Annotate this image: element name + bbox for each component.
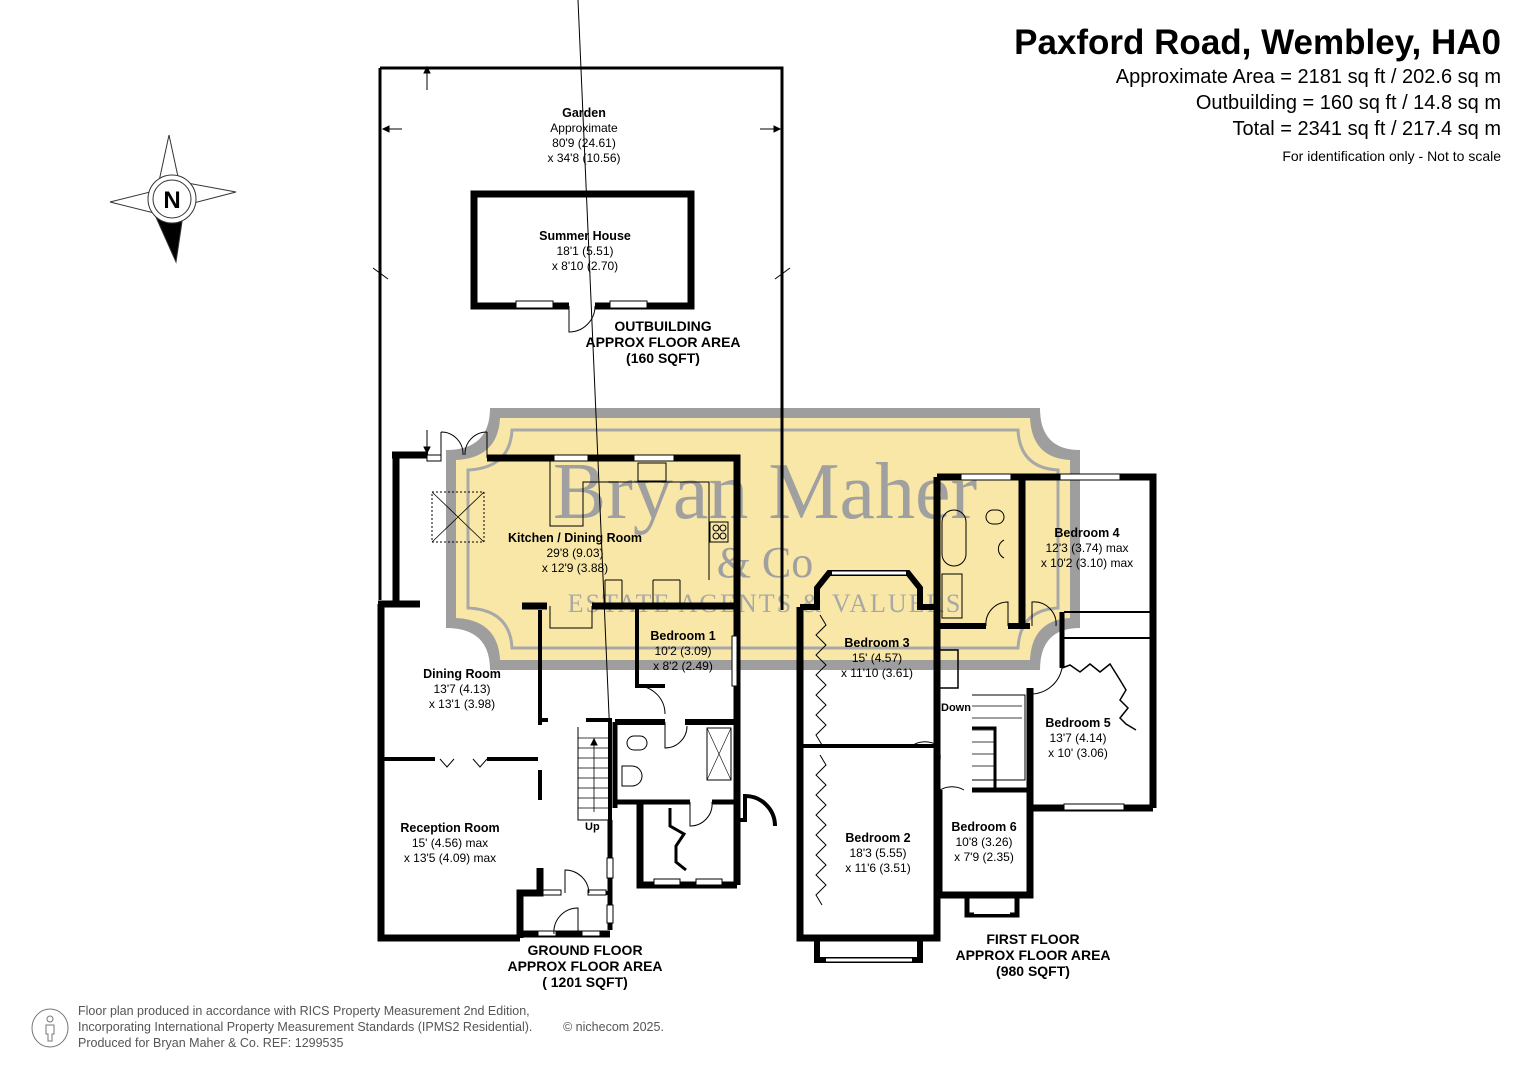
north-compass-icon: N <box>109 134 237 264</box>
floor-label-line: APPROX FLOOR AREA <box>955 947 1111 963</box>
floor-label-line: GROUND FLOOR <box>527 942 643 958</box>
room-name: Bedroom 4 <box>1054 526 1120 540</box>
room-label-bedroom-1: Bedroom 1 10'2 (3.09) x 8'2 (2.49) <box>650 629 715 674</box>
room-label-bedroom-4: Bedroom 4 12'3 (3.74) max x 10'2 (3.10) … <box>1041 526 1133 571</box>
room-dim1: 18'3 (5.55) <box>849 846 907 860</box>
room-dim2: x 7'9 (2.35) <box>954 850 1014 864</box>
room-dim2: x 12'9 (3.88) <box>541 561 609 575</box>
room-name: Summer House <box>539 229 631 243</box>
room-dim1: 10'8 (3.26) <box>955 835 1013 849</box>
stairs-up-label: Up <box>585 821 600 833</box>
room-label-dining-room: Dining Room 13'7 (4.13) x 13'1 (3.98) <box>423 667 501 712</box>
total-area: Total = 2341 sq ft / 217.4 sq m <box>1232 118 1502 140</box>
garden-note: Approximate <box>550 121 618 135</box>
room-name: Reception Room <box>400 821 500 835</box>
room-dim1: 13'7 (4.13) <box>433 682 491 696</box>
scale-disclaimer: For identification only - Not to scale <box>1282 148 1501 164</box>
room-label-kitchen-dining: Kitchen / Dining Room 29'8 (9.03) x 12'9… <box>508 531 642 576</box>
compass-north-label: N <box>163 187 180 214</box>
garden-label: Garden Approximate 80'9 (24.61) x 34'8 (… <box>547 106 620 166</box>
room-dim1: 15' (4.57) <box>851 651 903 665</box>
garden-dim2: x 34'8 (10.56) <box>547 151 621 165</box>
approximate-area: Approximate Area = 2181 sq ft / 202.6 sq… <box>1115 66 1501 88</box>
room-dim2: x 8'2 (2.49) <box>653 659 713 673</box>
svg-text:& Co: & Co <box>717 538 814 587</box>
floor-label-line: (160 SQFT) <box>626 350 700 366</box>
room-dim2: x 10'2 (3.10) max <box>1040 556 1134 570</box>
room-dim2: x 13'1 (3.98) <box>428 697 496 711</box>
room-name: Bedroom 6 <box>951 820 1017 834</box>
stairs-down-label: Down <box>941 702 971 714</box>
header: Paxford Road, Wembley, HA0 Approximate A… <box>1014 22 1501 168</box>
room-label-reception-room: Reception Room 15' (4.56) max x 13'5 (4.… <box>400 821 499 866</box>
ground-floor-label: GROUND FLOOR APPROX FLOOR AREA ( 1201 SQ… <box>507 942 662 990</box>
room-dim2: x 13'5 (4.09) max <box>403 851 497 865</box>
room-dim1: 29'8 (9.03) <box>546 546 604 560</box>
floor-label-line: (980 SQFT) <box>996 963 1070 979</box>
outbuilding-floor-label: OUTBUILDING APPROX FLOOR AREA (160 SQFT) <box>585 318 740 366</box>
room-name: Kitchen / Dining Room <box>507 531 643 545</box>
property-title: Paxford Road, Wembley, HA0 <box>1014 23 1501 62</box>
room-dim1: 10'2 (3.09) <box>654 644 712 658</box>
room-name: Bedroom 2 <box>845 831 911 845</box>
garden-dim1: 80'9 (24.61) <box>552 136 616 150</box>
room-label-bedroom-3: Bedroom 3 15' (4.57) x 11'10 (3.61) <box>841 636 913 681</box>
room-name: Bedroom 5 <box>1045 716 1111 730</box>
floor-label-line: OUTBUILDING <box>614 318 712 334</box>
room-dim2: x 10' (3.06) <box>1048 746 1108 760</box>
room-name: Bedroom 1 <box>650 629 716 643</box>
footer-credits: Floor plan produced in accordance with R… <box>78 1003 664 1051</box>
footer-line-3: Produced for Bryan Maher & Co. REF: 1299… <box>78 1036 344 1050</box>
floor-label-line: APPROX FLOOR AREA <box>507 958 663 974</box>
svg-text:Bryan Maher: Bryan Maher <box>553 448 977 536</box>
summer-house-walls <box>470 190 695 333</box>
room-dim2: x 8'10 (2.70) <box>551 259 619 273</box>
ground-floor-walls <box>377 0 777 942</box>
room-dim2: x 11'6 (3.51) <box>845 861 911 875</box>
floor-label-line: APPROX FLOOR AREA <box>585 334 741 350</box>
first-floor-walls <box>796 473 1157 963</box>
person-measurement-icon <box>31 1008 69 1048</box>
room-label-summer-house: Summer House 18'1 (5.51) x 8'10 (2.70) <box>539 229 631 274</box>
room-name: Bedroom 3 <box>844 636 910 650</box>
room-label-bedroom-5: Bedroom 5 13'7 (4.14) x 10' (3.06) <box>1045 716 1110 761</box>
footer-line-1: Floor plan produced in accordance with R… <box>78 1004 530 1018</box>
room-dim1: 13'7 (4.14) <box>1049 731 1107 745</box>
room-dim1: 18'1 (5.51) <box>556 244 614 258</box>
room-label-bedroom-2: Bedroom 2 18'3 (5.55) x 11'6 (3.51) <box>845 831 910 876</box>
floor-label-line: ( 1201 SQFT) <box>542 974 628 990</box>
room-dim2: x 11'10 (3.61) <box>840 666 914 680</box>
room-name: Dining Room <box>423 667 501 681</box>
footer-copyright: © nichecom 2025. <box>563 1020 664 1034</box>
garden-boundary <box>372 65 791 610</box>
garden-name: Garden <box>562 106 606 120</box>
floor-label-line: FIRST FLOOR <box>986 931 1080 947</box>
footer-line-2: Incorporating International Property Mea… <box>78 1020 533 1034</box>
room-dim1: 15' (4.56) max <box>411 836 489 850</box>
room-dim1: 12'3 (3.74) max <box>1045 541 1129 555</box>
room-label-bedroom-6: Bedroom 6 10'8 (3.26) x 7'9 (2.35) <box>951 820 1016 865</box>
first-floor-label: FIRST FLOOR APPROX FLOOR AREA (980 SQFT) <box>955 931 1110 979</box>
outbuilding-area: Outbuilding = 160 sq ft / 14.8 sq m <box>1195 92 1501 114</box>
